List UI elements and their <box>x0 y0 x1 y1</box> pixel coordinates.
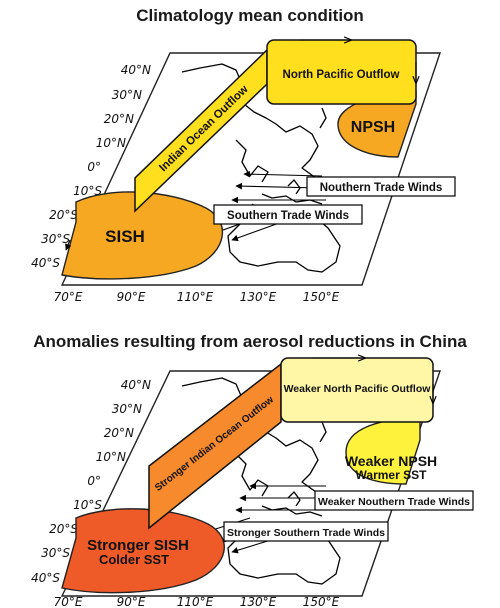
lat-tick: 30°N <box>112 88 142 102</box>
lat-tick: 20°S <box>49 208 78 222</box>
panel-climatology: Climatology mean condition 40°N 30°N 20°… <box>31 6 456 304</box>
npsh-sst-label: Warmer SST <box>356 468 428 482</box>
southern-trade-box <box>223 521 389 542</box>
wind-arrow <box>243 170 323 178</box>
northern-trade-arrows <box>235 482 326 514</box>
lat-tick: 10°N <box>96 450 126 464</box>
lat-tick: 40°S <box>31 256 60 270</box>
lat-tick: 20°N <box>104 112 134 126</box>
lat-tick: 0° <box>87 160 101 174</box>
lon-ticks: 70°E 90°E 110°E 130°E 150°E <box>54 290 340 304</box>
sish-label: Stronger SISH <box>87 537 189 554</box>
lon-tick: 70°E <box>54 290 83 304</box>
lat-tick: 10°S <box>73 184 102 198</box>
northern-trade-box <box>314 490 474 511</box>
northern-trade-label: Weaker Nouthern Trade Winds <box>318 496 470 508</box>
southern-trade-label: Southern Trade Winds <box>227 210 349 222</box>
lat-tick: 10°S <box>73 498 102 512</box>
lat-tick: 40°N <box>121 63 151 77</box>
panel-anomalies: Anomalies resulting from aerosol reducti… <box>31 332 474 608</box>
north-pacific-outflow-label: North Pacific Outflow <box>283 69 400 81</box>
sish-circulation-arrow <box>65 239 72 251</box>
lon-tick: 130°E <box>240 595 277 608</box>
lon-tick: 110°E <box>177 290 214 304</box>
lat-tick: 40°S <box>31 571 60 585</box>
lat-tick: 40°N <box>121 378 151 392</box>
north-pacific-outflow-label: Weaker North Pacific Outflow <box>284 383 432 395</box>
sish-region <box>61 508 225 594</box>
wind-arrow <box>235 182 321 190</box>
lon-tick: 110°E <box>177 595 214 608</box>
lat-tick: 30°S <box>41 546 70 560</box>
northern-trade-label: Nouthern Trade Winds <box>320 182 443 194</box>
lon-tick: 90°E <box>117 595 146 608</box>
npsh-label: Weaker NPSH <box>345 453 437 469</box>
lat-tick: 30°S <box>41 232 70 246</box>
lon-tick: 70°E <box>54 595 83 608</box>
lat-tick: 20°N <box>104 426 134 440</box>
lon-tick: 90°E <box>117 290 146 304</box>
southern-trade-label: Stronger Southern Trade Winds <box>227 527 385 539</box>
lon-tick: 150°E <box>303 290 340 304</box>
sish-label: SISH <box>105 227 145 246</box>
wind-arrow <box>231 221 283 242</box>
lat-tick: 30°N <box>112 402 142 416</box>
panel-title: Anomalies resulting from aerosol reducti… <box>33 332 467 351</box>
lat-ticks: 40°N 30°N 20°N 10°N 0° 10°S 20°S 30°S 40… <box>31 378 151 585</box>
lon-tick: 150°E <box>303 595 340 608</box>
northern-trade-box <box>306 176 456 197</box>
lon-ticks: 70°E 90°E 110°E 130°E 150°E <box>54 595 340 608</box>
lon-tick: 130°E <box>240 290 277 304</box>
lat-ticks: 40°N 30°N 20°N 10°N 0° 10°S 20°S 30°S 40… <box>31 63 151 270</box>
npsh-label: NPSH <box>351 119 395 136</box>
southern-trade-box <box>213 204 363 225</box>
lat-tick: 10°N <box>96 136 126 150</box>
lat-tick: 20°S <box>49 522 78 536</box>
sish-sst-label: Colder SST <box>99 552 169 567</box>
panel-title: Climatology mean condition <box>136 6 364 25</box>
northern-trade-arrows <box>231 170 326 204</box>
lat-tick: 0° <box>87 474 101 488</box>
